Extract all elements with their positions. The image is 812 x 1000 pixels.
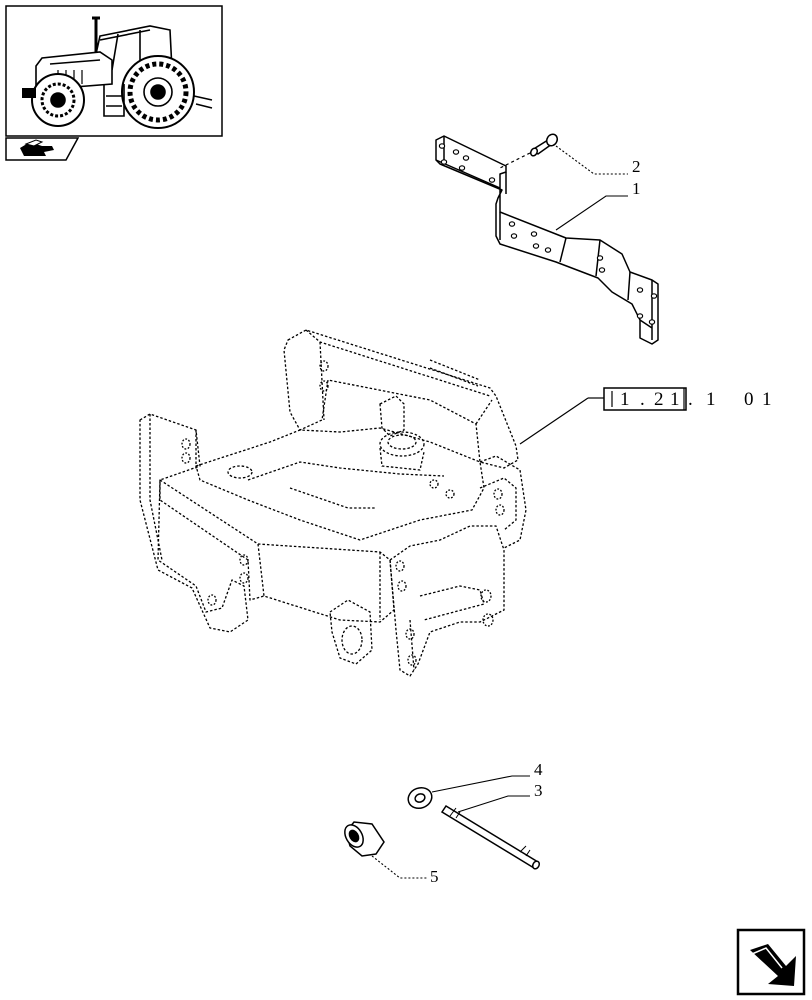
reference-code-separator: .: [688, 389, 693, 410]
part-4-washer: [407, 786, 433, 810]
reference-code-digit: 1: [620, 389, 630, 410]
callout-5: 5: [430, 867, 439, 886]
next-page-button[interactable]: [736, 928, 806, 996]
reference-code-digit: 1: [670, 389, 680, 410]
reference-code-digit: 2: [654, 389, 664, 410]
reference-code-digit: 0: [744, 389, 754, 410]
highlight-marker-icon: [22, 88, 36, 98]
callout-2: 2: [632, 157, 641, 176]
callout-leaders: [371, 145, 628, 879]
reference-code-box: 1 . 2 1 . 1 0 1: [519, 387, 772, 445]
callout-3: 3: [534, 781, 543, 800]
reference-code-separator: .: [640, 389, 645, 410]
part-5-spacer: [344, 821, 385, 857]
part-2-bolt: [499, 133, 559, 169]
tractor-icon: [31, 16, 213, 129]
part-1-bracket: [435, 135, 659, 345]
reference-code-digit: 1: [762, 389, 772, 410]
next-page-arrow-icon: [750, 944, 796, 986]
tractor-thumbnail: [5, 5, 223, 137]
front-support-frame: [139, 329, 527, 677]
part-3-rod: [440, 804, 541, 870]
reference-code-digit: 1: [706, 389, 716, 410]
callout-1: 1: [632, 179, 641, 198]
callout-4: 4: [534, 760, 543, 779]
section-tab: [5, 137, 80, 161]
assembly-hand-icon: [20, 139, 54, 156]
